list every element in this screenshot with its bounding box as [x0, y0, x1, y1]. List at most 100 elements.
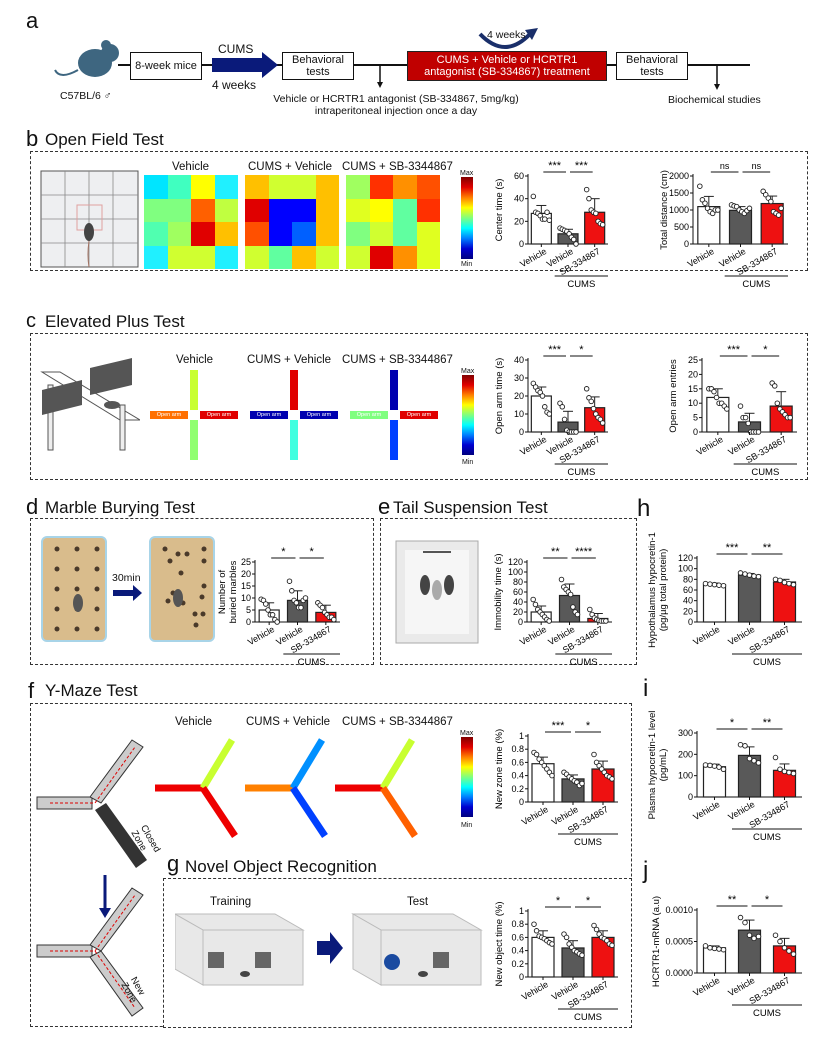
timeline-box-behavioral-1: Behavioral tests — [282, 52, 354, 80]
heatmap-cell — [315, 245, 339, 269]
heatmap-cell — [214, 198, 238, 222]
data-point — [531, 921, 537, 927]
y-tick-label: 80 — [513, 577, 523, 587]
marble-arrow-label: 30min — [112, 572, 141, 584]
hm-b-title-1: CUMS + Vehicle — [248, 161, 333, 173]
y-axis-label: Immobility time (s) — [493, 553, 504, 630]
heatmap-cell — [245, 175, 269, 199]
x-tick-label: Vehicle — [691, 975, 721, 998]
test-label: Test — [407, 896, 429, 908]
panel-e-title: Tail Suspension Test — [393, 498, 548, 517]
data-point — [570, 604, 576, 610]
data-point — [742, 414, 749, 421]
marble — [54, 566, 60, 572]
group-label: CUMS — [574, 837, 602, 848]
y-tick-label: 1 — [519, 906, 524, 916]
heatmap-cell — [167, 198, 191, 222]
y-tick-label: 300 — [678, 728, 693, 738]
data-point — [579, 952, 585, 958]
marble — [94, 586, 100, 592]
heatmap-cell — [346, 222, 370, 246]
panel-g-label: g — [167, 851, 180, 876]
data-point — [724, 406, 730, 412]
heatmap-cell — [167, 175, 191, 199]
marble — [201, 583, 207, 589]
time-arrow-icon — [113, 585, 142, 601]
x-tick-label: Vehicle — [686, 246, 716, 269]
marble — [54, 546, 60, 552]
data-point — [609, 776, 615, 782]
heatmap-cell — [191, 222, 215, 246]
data-point — [711, 581, 718, 588]
y-tick-label: 0.2 — [511, 959, 524, 969]
marble — [162, 546, 168, 552]
closed-arm-up — [290, 370, 298, 410]
y-maze-heatmap — [245, 738, 328, 838]
y-tick-label: 10 — [514, 409, 524, 419]
y-axis-label: Plasma hypocretin-1 level(pg/mL) — [647, 711, 669, 820]
data-point — [746, 205, 753, 212]
y-tick-label: 0 — [519, 972, 524, 982]
heatmap-cell — [245, 198, 269, 222]
y-arm-down — [290, 786, 328, 838]
y-tick-label: 25 — [241, 557, 251, 567]
y-axis-label: HCRTR1-mRNA (a.u) — [651, 896, 662, 987]
biochem-arrow-icon — [714, 84, 720, 90]
data-point — [755, 429, 762, 435]
heatmap-cell — [416, 198, 440, 222]
heatmap-cell — [144, 198, 168, 222]
significance-label: * — [310, 546, 315, 558]
treatment-box: CUMS + Vehicle or HCRTR1 antagonist (SB-… — [407, 51, 607, 81]
y-tick-label: 20 — [514, 216, 524, 226]
heatmap-cell — [245, 245, 269, 269]
heatmap-cell — [393, 198, 417, 222]
mouse-icon — [54, 40, 119, 77]
y-tick-label: 40 — [513, 597, 523, 607]
y-tick-label: 0.4 — [511, 946, 524, 956]
data-point — [702, 762, 709, 768]
y-axis-label: Number ofburied marbles — [217, 560, 239, 623]
heatmap-cell — [144, 222, 168, 246]
mouse-icon — [104, 401, 120, 409]
data-point — [561, 416, 568, 423]
colorbar-f-min: Min — [461, 822, 473, 829]
data-point — [532, 601, 539, 608]
significance-label: ns — [720, 161, 730, 171]
marble — [201, 558, 207, 564]
heatmap-grid — [346, 175, 440, 269]
heatmap-cell — [167, 222, 191, 246]
closed-arm-up — [190, 370, 198, 410]
y-tick-label: 10 — [241, 593, 251, 603]
heatmap-cell — [369, 222, 393, 246]
data-point — [746, 932, 753, 938]
marble-cages — [41, 536, 215, 642]
mouse-icon — [73, 594, 83, 612]
data-point — [567, 591, 574, 598]
data-point — [707, 762, 713, 769]
marble — [200, 611, 206, 617]
significance-label: * — [763, 344, 768, 356]
y-axis-label-line: (pg/mL) — [658, 749, 669, 782]
bar — [531, 763, 555, 803]
heatmap-cell — [416, 245, 440, 269]
data-point — [593, 210, 599, 217]
data-point — [751, 573, 757, 579]
data-point — [546, 217, 553, 223]
x-tick-label: Vehicle — [691, 624, 721, 647]
significance-label: * — [579, 344, 584, 356]
data-point — [262, 601, 269, 607]
data-point — [777, 766, 783, 773]
bar — [728, 209, 753, 245]
open-arm-right: Open arm — [300, 411, 338, 419]
data-point — [742, 919, 748, 926]
hm-b-title-0: Vehicle — [172, 161, 210, 173]
cums-arrow-icon — [212, 52, 278, 78]
y-axis-label: New zone time (%) — [494, 729, 505, 809]
y-tick-label: 20 — [514, 391, 524, 401]
colorbar-b — [461, 177, 473, 259]
data-point — [590, 405, 597, 412]
y-tick-label: 100 — [678, 771, 693, 781]
data-point — [609, 942, 615, 949]
